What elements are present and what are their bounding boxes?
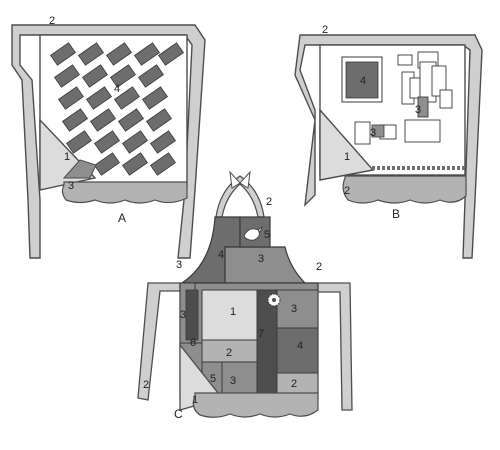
apron-a-rectangle-5	[157, 42, 185, 66]
apron-c-skirt-dark-strip	[185, 289, 199, 341]
apron-a-rectangle-2	[77, 42, 105, 66]
apron-c-bird-icon	[243, 225, 263, 241]
apron-a-flap-label: 1	[64, 151, 70, 163]
apron-a-rectangle-18	[65, 130, 93, 154]
apron-c-strap-right-label: 2	[316, 261, 322, 273]
apron-c-bow	[229, 170, 251, 189]
apron-a-rectangles	[49, 42, 185, 176]
apron-a-waistband-tie	[11, 24, 206, 259]
apron-a-ruffle	[61, 181, 188, 204]
apron-a-rectangle-20	[121, 130, 149, 154]
apron-a-band-label: 2	[49, 15, 55, 27]
apron-b-letter: B	[392, 207, 400, 221]
apron-a: 2 4 1 3 A	[11, 15, 206, 259]
apron-a-rectangle-9	[137, 64, 165, 88]
apron-b-rect-1	[397, 54, 413, 66]
apron-c: 2 5 4 3 3 2 2 3 6 1 2 3 7 3 4 2 5 1 C	[137, 170, 353, 421]
apron-a-rectangle-11	[85, 86, 113, 110]
apron-a-rectangle-6	[53, 64, 81, 88]
apron-a-rectangle-1	[49, 42, 77, 66]
apron-a-rectangle-24	[149, 152, 177, 176]
apron-c-skirt-bottom-right-label: 2	[291, 378, 297, 390]
apron-c-skirt-strip-label: 3	[180, 309, 186, 321]
apron-c-skirt-bottom-label: 3	[230, 375, 236, 387]
apron-a-rectangle-23	[121, 152, 149, 176]
apron-b-rect-7	[439, 89, 453, 109]
apron-c-skirt-right-top	[276, 289, 319, 329]
apron-a-rectangle-13	[141, 86, 169, 110]
apron-b-rect-6	[431, 65, 447, 97]
apron-b-flap-label: 1	[344, 151, 350, 163]
apron-c-bib-right	[224, 246, 307, 284]
apron-c-flower-center-icon	[272, 298, 276, 302]
apron-c-skirt-bottom	[221, 361, 258, 396]
apron-c-skirt-right-top-label: 3	[291, 303, 297, 315]
apron-c-skirt-mid-label: 2	[226, 347, 232, 359]
apron-c-pocket-patch-label: 5	[264, 229, 270, 241]
apron-a-rectangle-3	[105, 42, 133, 66]
apron-a-rectangle-7	[81, 64, 109, 88]
apron-c-skirt-bottom-left-label: 5	[210, 373, 216, 385]
apron-b-panel-large-label: 4	[360, 75, 366, 87]
apron-a-letter: A	[118, 211, 126, 225]
apron-b-panel-large-inner	[345, 61, 379, 99]
apron-b-patch	[371, 124, 385, 138]
apron-c-skirt-right-label: 4	[297, 340, 303, 352]
apron-b-waistband-tie	[294, 34, 483, 259]
apron-c-neck-label: 2	[266, 196, 272, 208]
apron-b-rect-8	[354, 121, 371, 145]
apron-b-rect-11	[417, 96, 429, 118]
apron-c-ruffle	[192, 392, 319, 418]
apron-c-pocket-flap-label: 1	[192, 394, 198, 406]
apron-b-panel-small-label: 3	[415, 104, 421, 116]
apron-c-letter: C	[174, 407, 183, 421]
apron-c-tie-label: 2	[143, 379, 149, 391]
apron-c-skirt-vertical-label: 7	[258, 328, 264, 340]
apron-c-skirt-bottom-right	[276, 372, 319, 396]
apron-c-strap-left-label: 3	[176, 259, 182, 271]
apron-a-rectangle-12	[113, 86, 141, 110]
apron-a-rectangle-19	[93, 130, 121, 154]
apron-a-rectangle-17	[145, 108, 173, 132]
apron-c-neck-strap	[215, 175, 265, 218]
apron-b-rect-4	[409, 77, 421, 99]
apron-c-bib-left-label: 4	[218, 249, 224, 261]
apron-c-skirt-center-label: 1	[230, 306, 236, 318]
apron-a-panel-label: 4	[114, 83, 120, 95]
apron-a-rectangle-14	[61, 108, 89, 132]
apron-a-rectangle-22	[93, 152, 121, 176]
apron-a-rectangle-10	[57, 86, 85, 110]
apron-a-rectangle-21	[149, 130, 177, 154]
apron-c-bib-right-label: 3	[258, 253, 264, 265]
apron-a-rectangle-15	[89, 108, 117, 132]
apron-a-ruffle-gather	[62, 159, 97, 179]
apron-c-skirt-right	[276, 327, 319, 374]
apron-a-rectangle-16	[117, 108, 145, 132]
apron-b-pocket-flap	[319, 108, 375, 181]
apron-b-rect-10	[404, 119, 441, 143]
apron-a-rectangle-8	[109, 64, 137, 88]
apron-c-skirt-side-label: 6	[190, 337, 196, 349]
apron-b-patch-label: 3	[370, 127, 376, 139]
apron-b-ruffle-label: 2	[344, 185, 350, 197]
apron-a-ruffle-label: 3	[68, 180, 74, 192]
apron-b-ruffle	[342, 175, 467, 204]
apron-a-rectangle-4	[133, 42, 161, 66]
apron-b: 2 4 3 3 1 2 B	[294, 24, 483, 259]
apron-b-band-label: 2	[322, 24, 328, 36]
